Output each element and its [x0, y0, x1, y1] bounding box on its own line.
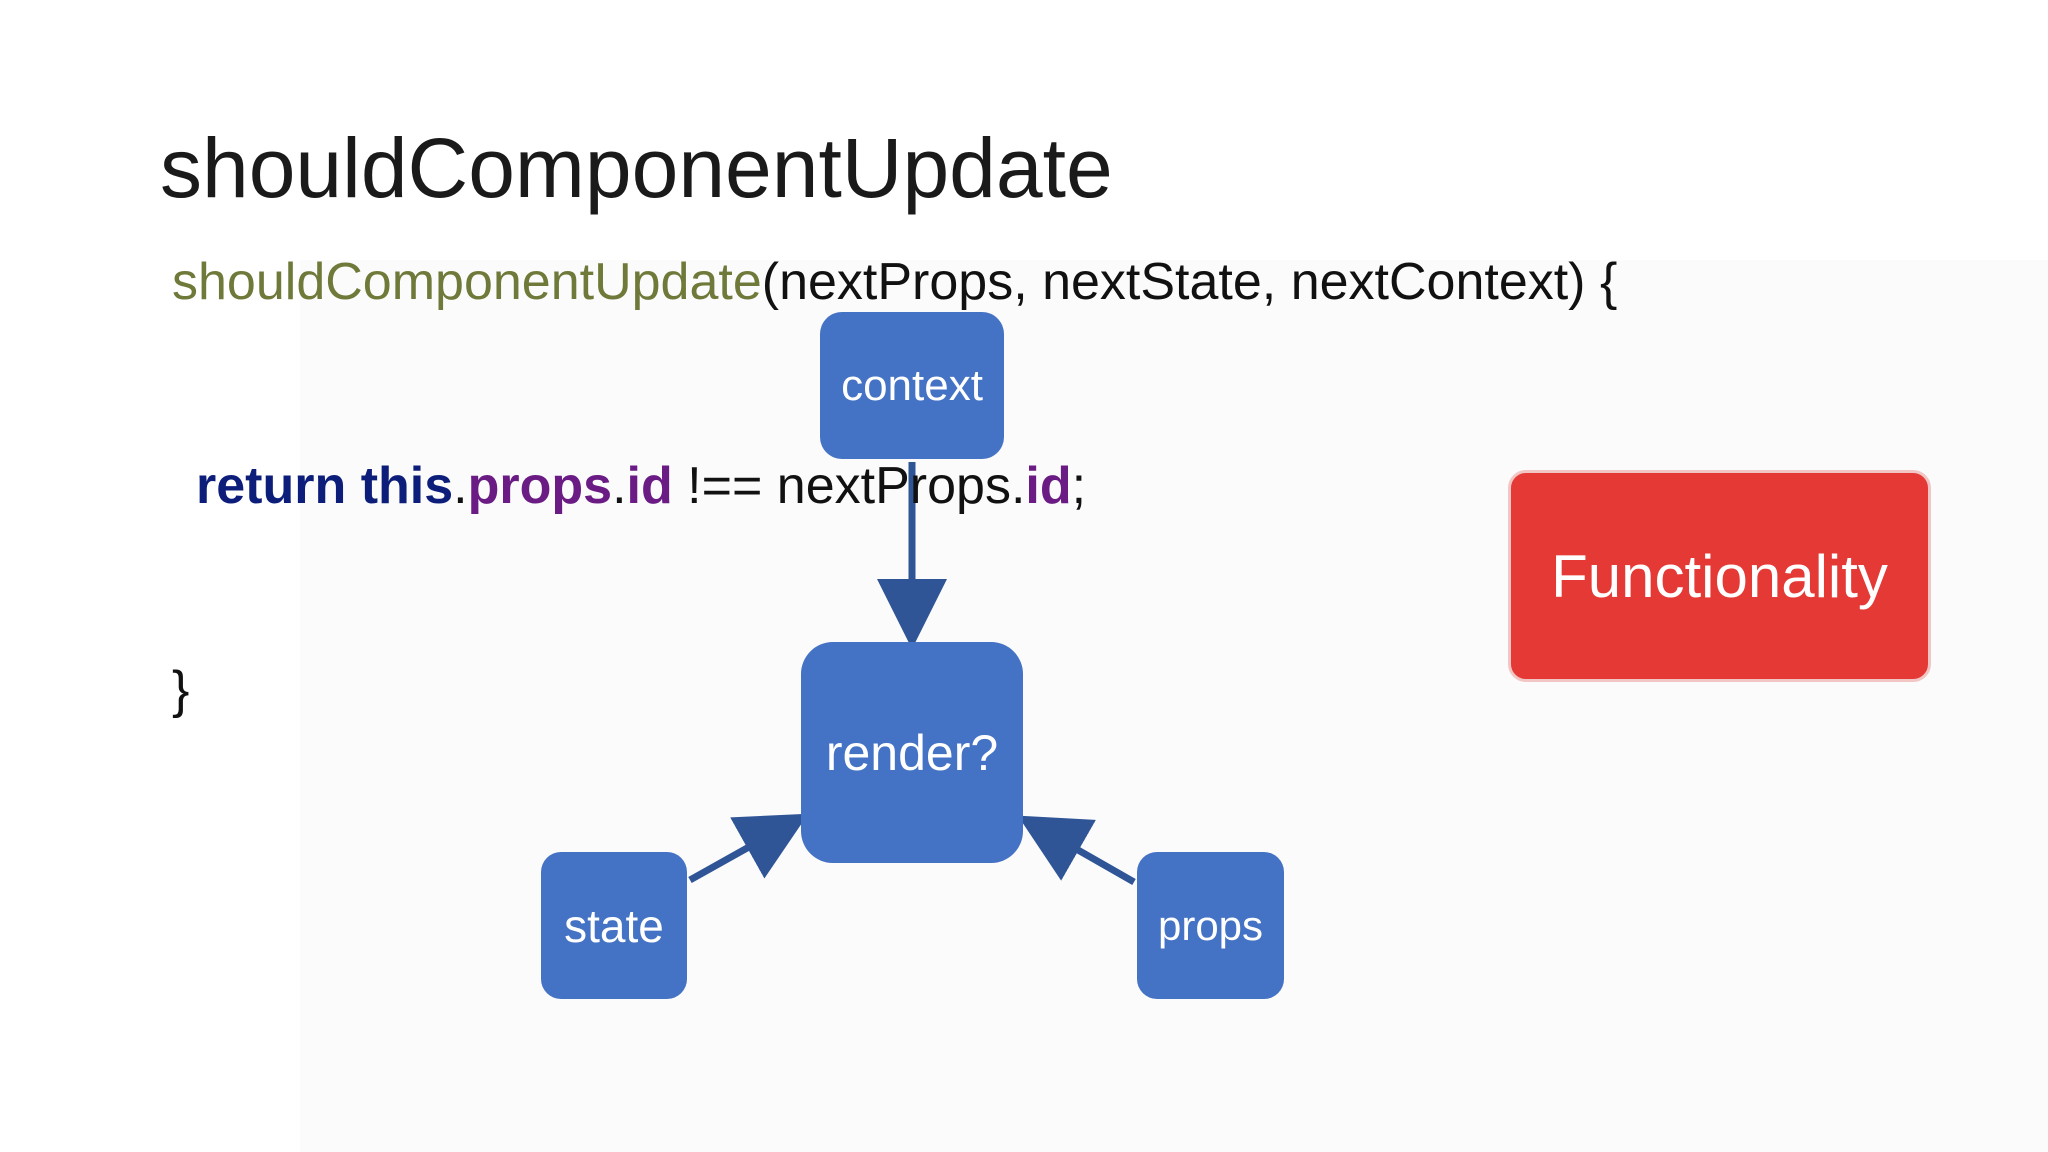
functionality-badge: Functionality — [1508, 470, 1931, 682]
code-dot-1: . — [453, 457, 468, 515]
edge-state-to-render — [688, 813, 809, 884]
code-line-3: } — [172, 661, 190, 719]
code-prop-id: id — [626, 457, 673, 515]
slide-title: shouldComponentUpdate — [160, 121, 1113, 215]
code-signature: (nextProps, nextState, nextContext) { — [761, 253, 1618, 311]
code-prop-id-2: id — [1025, 457, 1072, 515]
code-snippet: shouldComponentUpdate(nextProps, nextSta… — [172, 112, 1617, 860]
code-fn-name: shouldComponentUpdate — [172, 253, 762, 311]
code-line-2: return this.props.id !== nextProps.id; — [172, 452, 1617, 520]
code-keyword-this: this — [360, 457, 454, 515]
code-comparison: !== nextProps. — [672, 457, 1026, 515]
node-context: context — [820, 312, 1004, 459]
code-semicolon: ; — [1071, 457, 1087, 515]
code-line-1: shouldComponentUpdate(nextProps, nextSta… — [172, 248, 1617, 316]
edge-props-to-render — [1017, 815, 1136, 886]
code-dot-2: . — [612, 457, 627, 515]
code-prop-props: props — [467, 457, 613, 515]
node-render: render? — [801, 642, 1023, 863]
node-props: props — [1137, 852, 1284, 999]
code-keyword-return: return — [196, 457, 347, 515]
node-state: state — [541, 852, 687, 999]
